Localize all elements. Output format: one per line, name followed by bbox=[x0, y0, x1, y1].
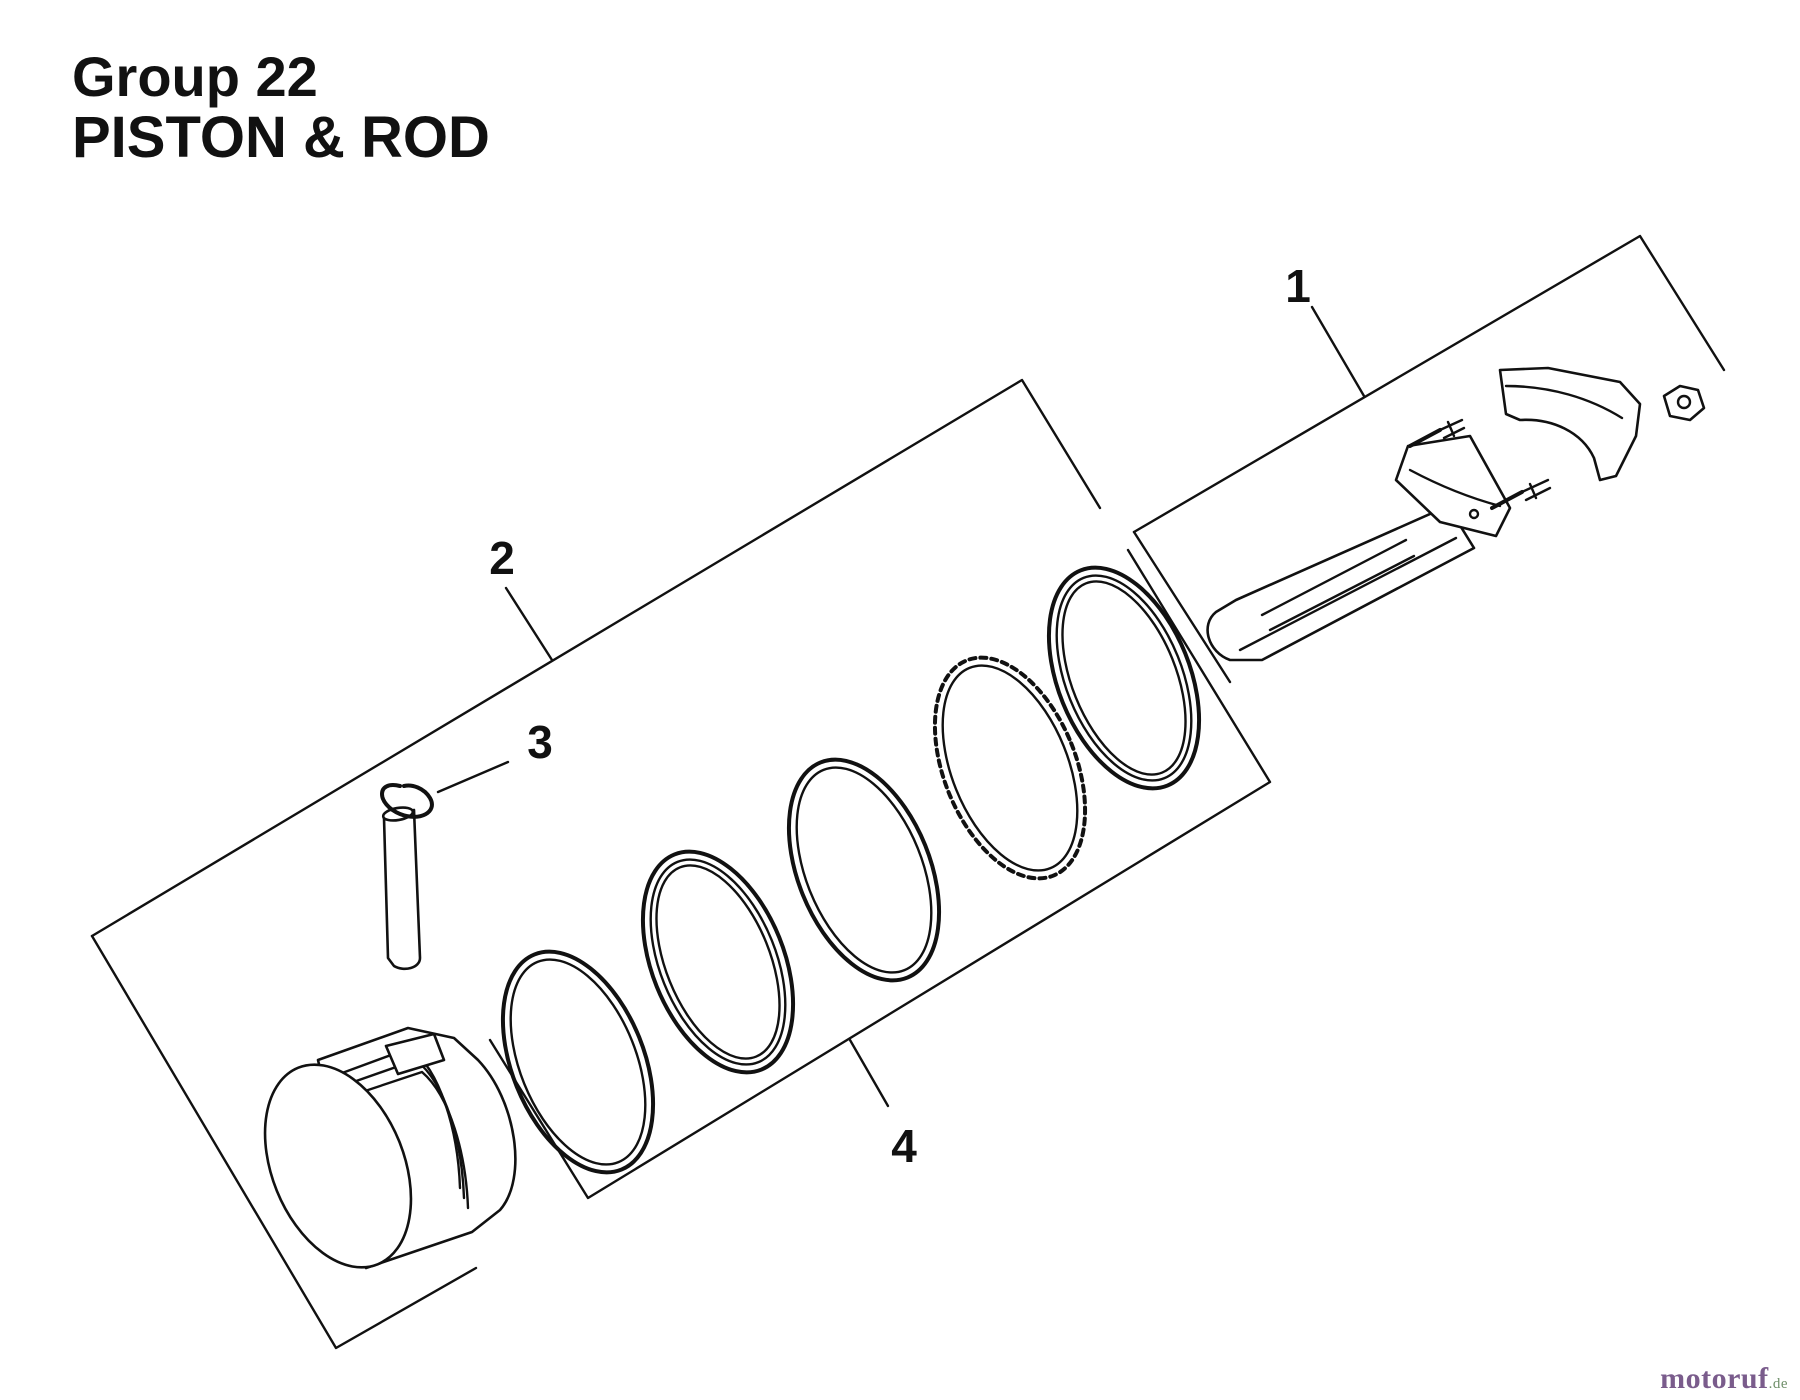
piston-rings-illustration bbox=[500, 565, 1202, 1175]
connecting-rod-illustration bbox=[1206, 366, 1706, 662]
site-watermark-logo: motoruf.de bbox=[1660, 1362, 1788, 1395]
connecting-rod-bracket bbox=[1132, 234, 1726, 684]
group-number-title: Group 22 bbox=[72, 45, 318, 108]
piston-ring-1 bbox=[500, 949, 656, 1175]
callout-number-2: 2 bbox=[489, 532, 515, 584]
piston-ring-5 bbox=[1046, 565, 1202, 791]
leader-lines bbox=[436, 305, 1366, 1108]
leader-line-3 bbox=[436, 760, 510, 794]
piston-pin-retainer-illustration bbox=[380, 783, 434, 819]
piston-illustration bbox=[263, 806, 517, 1270]
leader-line-1 bbox=[1310, 305, 1366, 398]
callout-number-1: 1 bbox=[1285, 260, 1311, 312]
piston-ring-4-expander bbox=[932, 655, 1088, 881]
callout-number-3: 3 bbox=[527, 716, 553, 768]
group-name-title: PISTON & ROD bbox=[72, 105, 490, 170]
piston-ring-3 bbox=[786, 757, 942, 983]
piston-ring-2 bbox=[640, 849, 796, 1075]
leader-line-2 bbox=[504, 586, 554, 662]
leader-line-4 bbox=[848, 1038, 890, 1108]
callout-number-4: 4 bbox=[891, 1120, 917, 1172]
piston-assembly-bracket bbox=[90, 378, 1272, 1350]
